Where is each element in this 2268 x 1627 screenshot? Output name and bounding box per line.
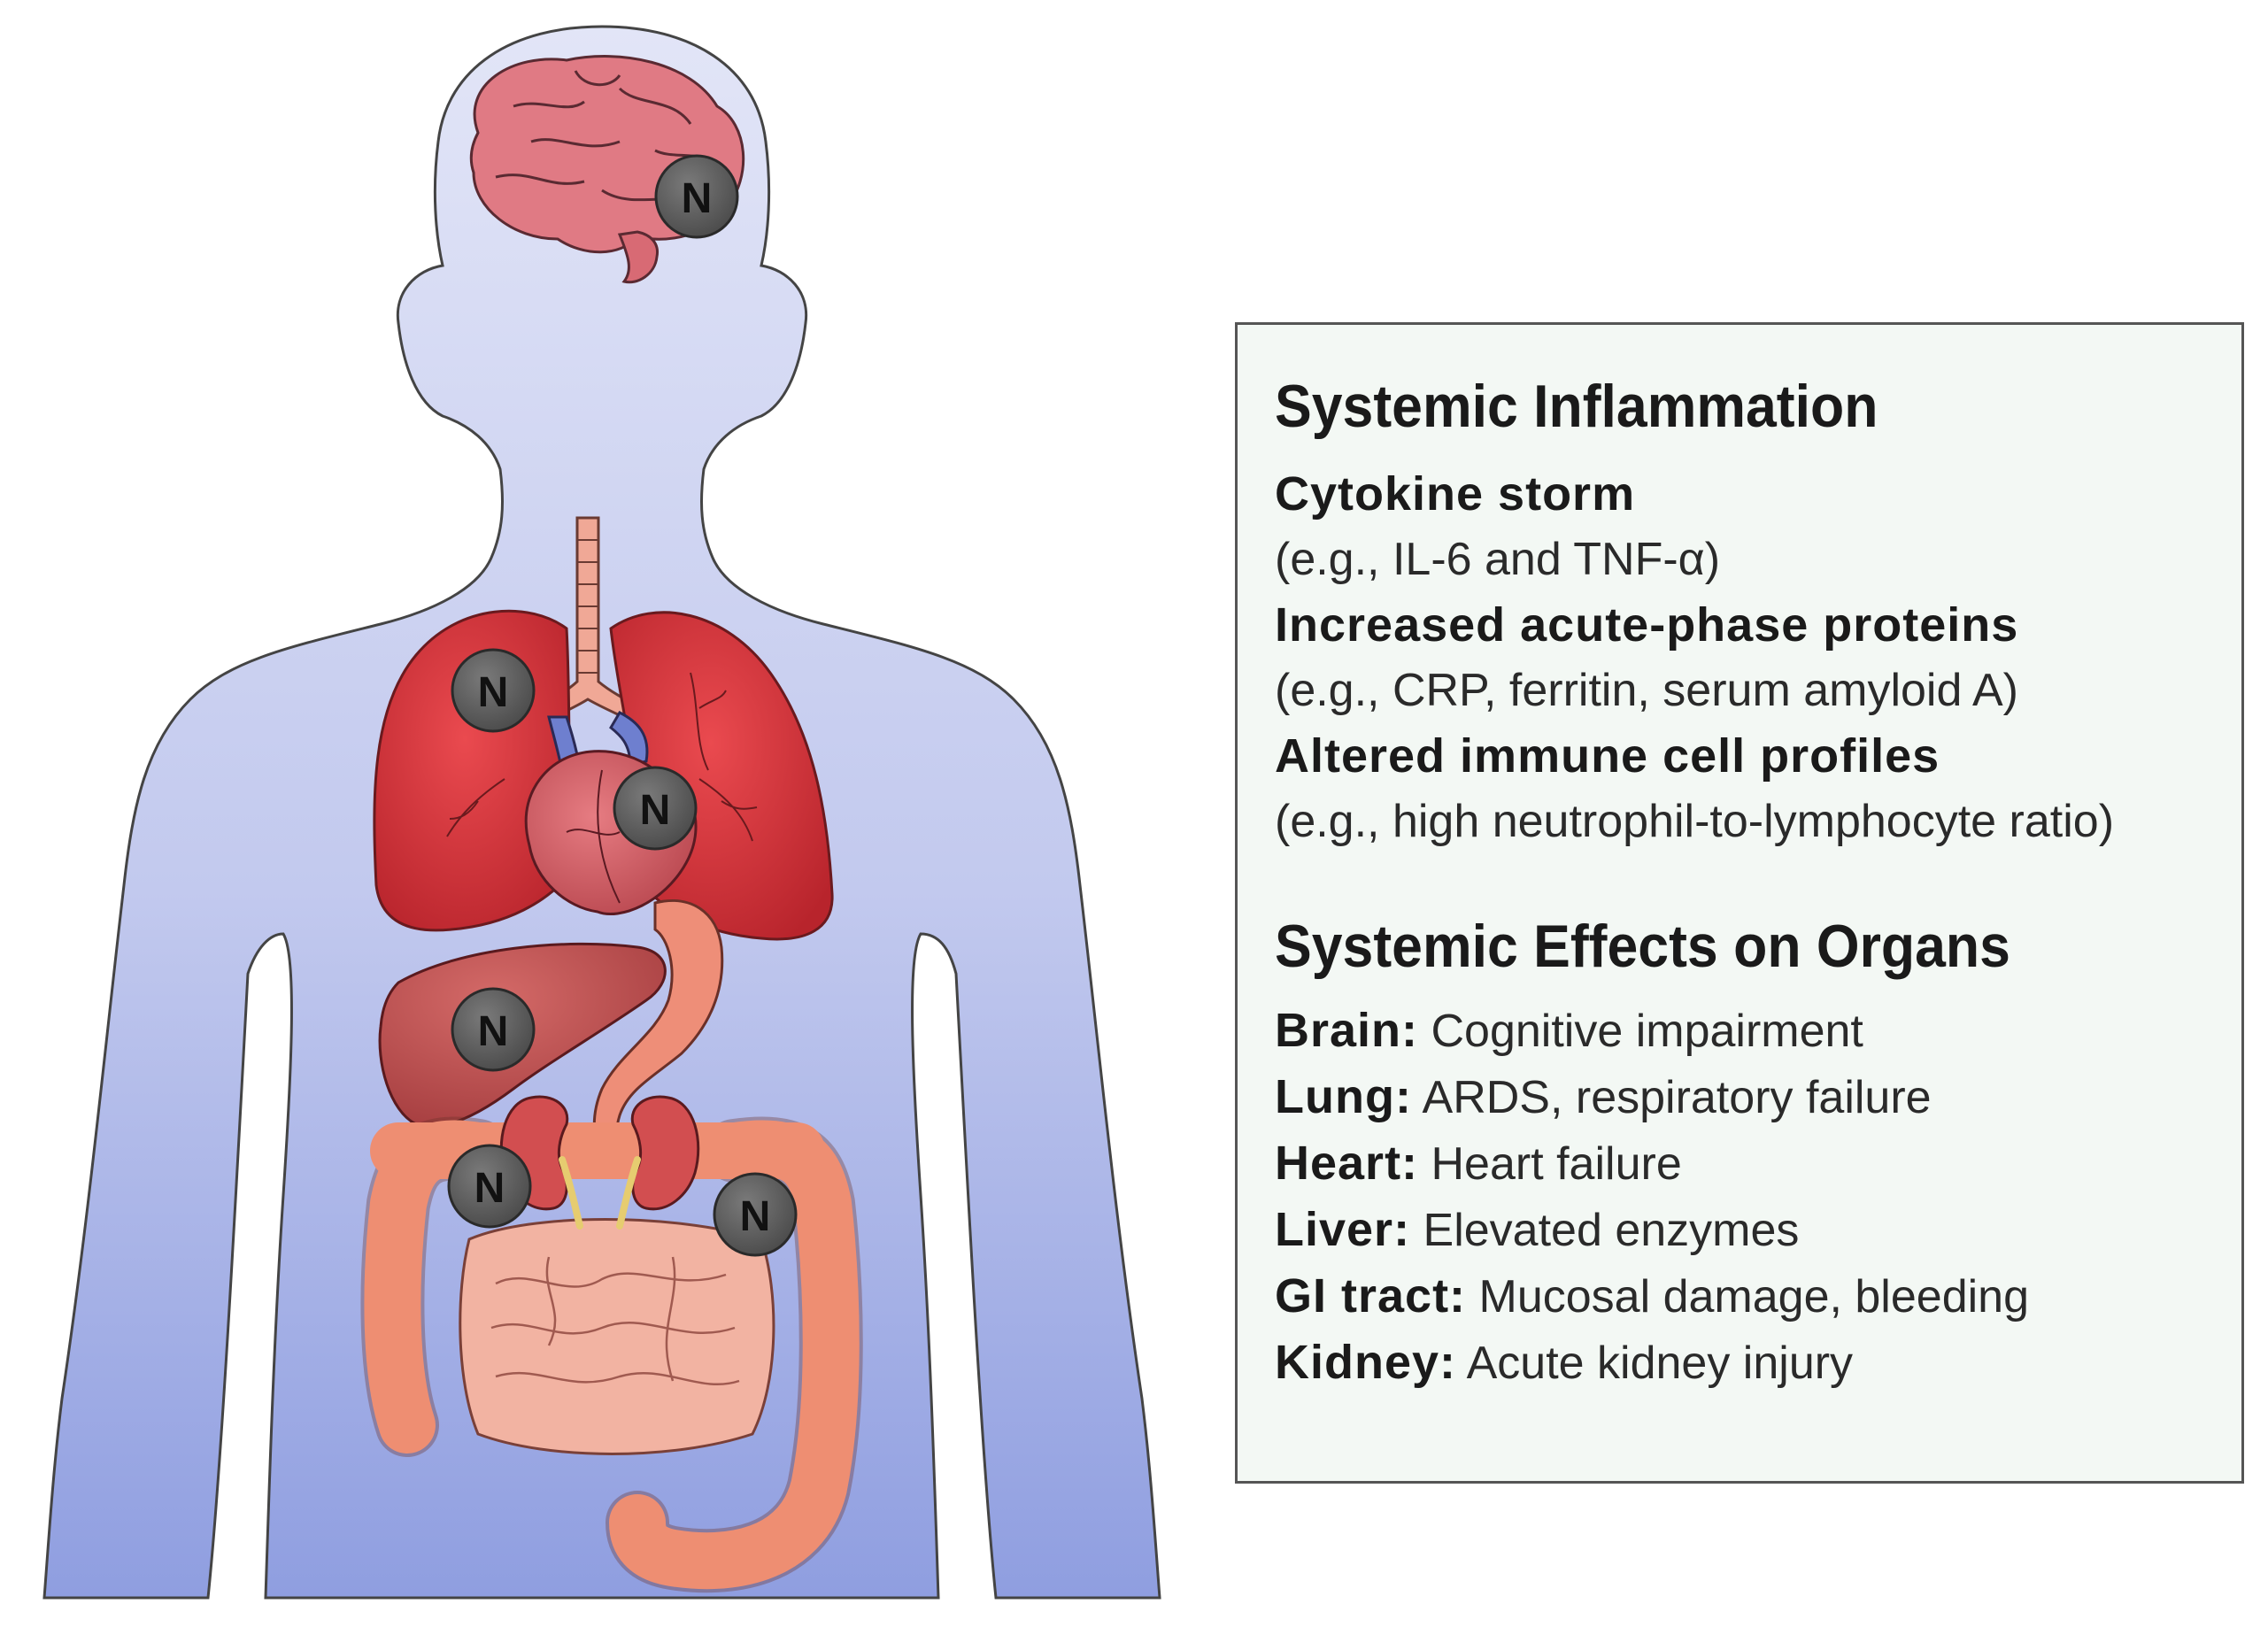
svg-text:N: N (640, 787, 671, 834)
neutrophil-heart: N (613, 766, 698, 851)
effects-title: Systemic Effects on Organs (1275, 913, 2010, 980)
item-heading: Cytokine storm (1275, 467, 1636, 520)
organ-effect: Mucosal damage, bleeding (1478, 1271, 2030, 1322)
organ-name: Kidney: (1275, 1336, 1457, 1389)
neutrophil-brain: N (654, 154, 739, 239)
organ-effect: Cognitive impairment (1431, 1006, 1863, 1057)
svg-text:N: N (682, 175, 713, 222)
inflammation-title: Systemic Inflammation (1275, 373, 1878, 440)
item-heading: Increased acute-phase proteins (1275, 598, 2019, 652)
organ-effect: Elevated enzymes (1423, 1205, 1800, 1256)
inflammation-item: Cytokine storm (e.g., IL-6 and TNF-α) (1275, 461, 2206, 592)
organ-effect-kidney: Kidney: Acute kidney injury (1275, 1330, 2206, 1396)
small-intestine (459, 1218, 775, 1455)
item-heading: Altered immune cell profiles (1275, 729, 1940, 783)
organ-name: Brain: (1275, 1004, 1419, 1057)
item-detail: (e.g., CRP, ferritin, serum amyloid A) (1275, 665, 2018, 716)
svg-text:N: N (474, 1165, 505, 1212)
neutrophil-kidney: N (447, 1144, 532, 1229)
large-intestine (360, 1116, 863, 1593)
svg-text:N: N (478, 669, 509, 716)
organ-effect: Acute kidney injury (1466, 1338, 1854, 1389)
info-panel: Systemic Inflammation Cytokine storm (e.… (1235, 322, 2244, 1484)
inflammation-item: Altered immune cell profiles (e.g., high… (1275, 723, 2206, 854)
svg-text:N: N (740, 1193, 771, 1240)
organ-name: Lung: (1275, 1070, 1412, 1123)
neutrophil-lung: N (451, 648, 536, 733)
organ-effect: ARDS, respiratory failure (1422, 1072, 1932, 1123)
organ-effect-heart: Heart: Heart failure (1275, 1130, 2206, 1197)
organ-name: Liver: (1275, 1203, 1411, 1256)
organ-effect-brain: Brain: Cognitive impairment (1275, 998, 2206, 1064)
organ-effect-lung: Lung: ARDS, respiratory failure (1275, 1064, 2206, 1130)
organ-effect-gi-tract: GI tract: Mucosal damage, bleeding (1275, 1263, 2206, 1330)
inflammation-item: Increased acute-phase proteins (e.g., CR… (1275, 592, 2206, 723)
neutrophil-intestine: N (713, 1172, 798, 1257)
organ-name: GI tract: (1275, 1269, 1467, 1322)
organ-name: Heart: (1275, 1137, 1419, 1190)
item-detail: (e.g., high neutrophil-to-lymphocyte rat… (1275, 796, 2115, 847)
neutrophil-liver: N (451, 987, 536, 1072)
organ-effect: Heart failure (1431, 1138, 1682, 1190)
svg-text:N: N (478, 1008, 509, 1055)
item-detail: (e.g., IL-6 and TNF-α) (1275, 534, 1721, 585)
organ-effect-liver: Liver: Elevated enzymes (1275, 1197, 2206, 1263)
